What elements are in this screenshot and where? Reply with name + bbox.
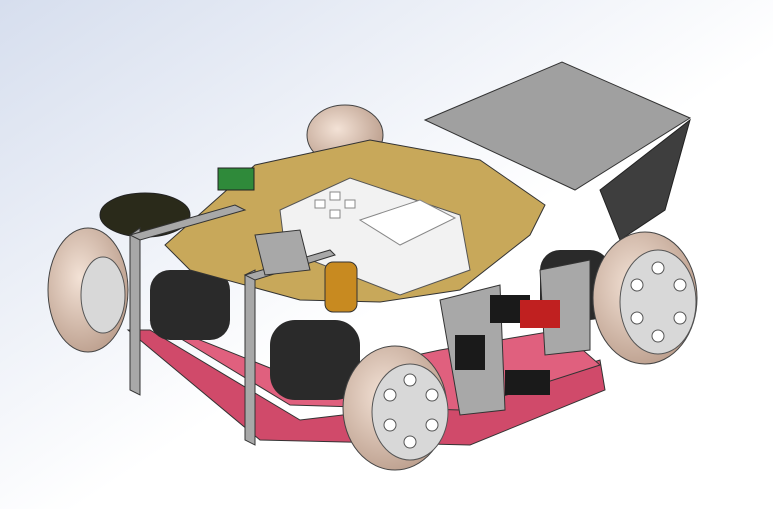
top-plate: [423, 61, 692, 191]
connectors: [455, 295, 560, 395]
rear-wall: [599, 118, 691, 241]
front-wheel: [342, 345, 449, 471]
screen-cutout: [358, 199, 457, 246]
button-holes: [314, 191, 356, 219]
left-wheel: [47, 227, 129, 353]
green-board: [217, 167, 255, 191]
brass-cylinder: [324, 261, 358, 313]
brackets: [128, 204, 591, 446]
right-wheel: [592, 231, 698, 365]
